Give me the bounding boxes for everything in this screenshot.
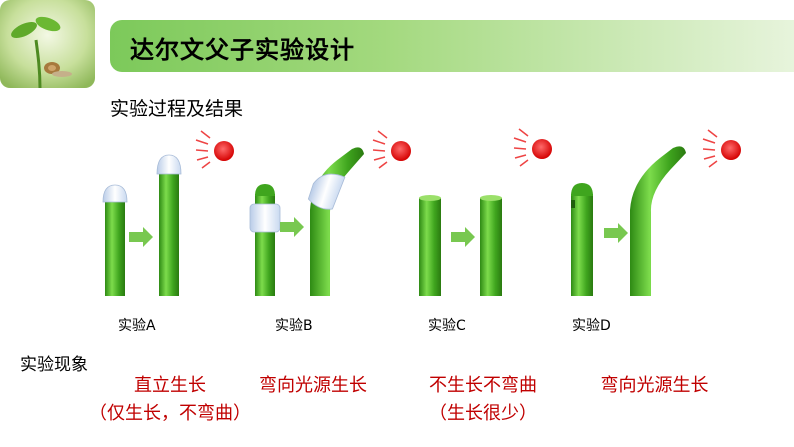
arrow-right-icon	[280, 217, 304, 237]
stem-a-after	[159, 172, 179, 296]
arrow-right-icon	[604, 223, 628, 243]
result-a: 直立生长 （仅生长，不弯曲）	[85, 372, 255, 428]
stem-d-before	[571, 194, 593, 296]
experiment-label-d: 实验D	[572, 318, 611, 334]
stem-a-before	[105, 200, 125, 296]
result-c-line1: 不生长不弯曲	[429, 375, 537, 396]
sleeve-b-after	[307, 173, 346, 210]
stem-c-before	[419, 198, 441, 296]
experiment-a-illustration	[102, 130, 234, 296]
sun-icon	[513, 128, 552, 167]
experiment-c-illustration	[419, 128, 552, 296]
seedling-logo	[0, 0, 95, 88]
arrow-right-icon	[451, 227, 475, 247]
result-d-line1: 弯向光源生长	[600, 375, 709, 396]
experiment-label-b: 实验B	[275, 318, 313, 334]
result-c: 不生长不弯曲 （生长很少）	[408, 372, 558, 428]
experiment-d-illustration	[571, 129, 741, 296]
sun-icon	[702, 129, 741, 168]
result-a-line2: （仅生长，不弯曲）	[89, 403, 251, 424]
result-b: 弯向光源生长	[248, 372, 378, 400]
cap-a-after	[156, 154, 182, 175]
sun-icon	[195, 130, 234, 169]
result-d: 弯向光源生长	[582, 372, 727, 400]
experiment-label-c: 实验C	[428, 318, 466, 334]
result-a-line1: 直立生长	[134, 375, 206, 396]
stem-b-after	[310, 147, 364, 296]
page-title: 达尔文父子实验设计	[130, 36, 355, 64]
title-bar: 达尔文父子实验设计	[110, 20, 794, 72]
section-subtitle: 实验过程及结果	[110, 98, 244, 120]
stem-d-after	[630, 146, 686, 296]
experiment-b-illustration	[249, 130, 411, 296]
cap-a-before	[102, 184, 128, 203]
experiment-label-a: 实验A	[118, 318, 156, 334]
result-b-line1: 弯向光源生长	[259, 375, 367, 396]
stem-c-after	[480, 198, 502, 296]
result-c-line2: （生长很少）	[429, 403, 537, 424]
phenomenon-title: 实验现象	[20, 355, 88, 375]
arrow-right-icon	[129, 227, 153, 247]
sun-icon	[372, 130, 411, 169]
sleeve-b-before	[249, 203, 281, 233]
